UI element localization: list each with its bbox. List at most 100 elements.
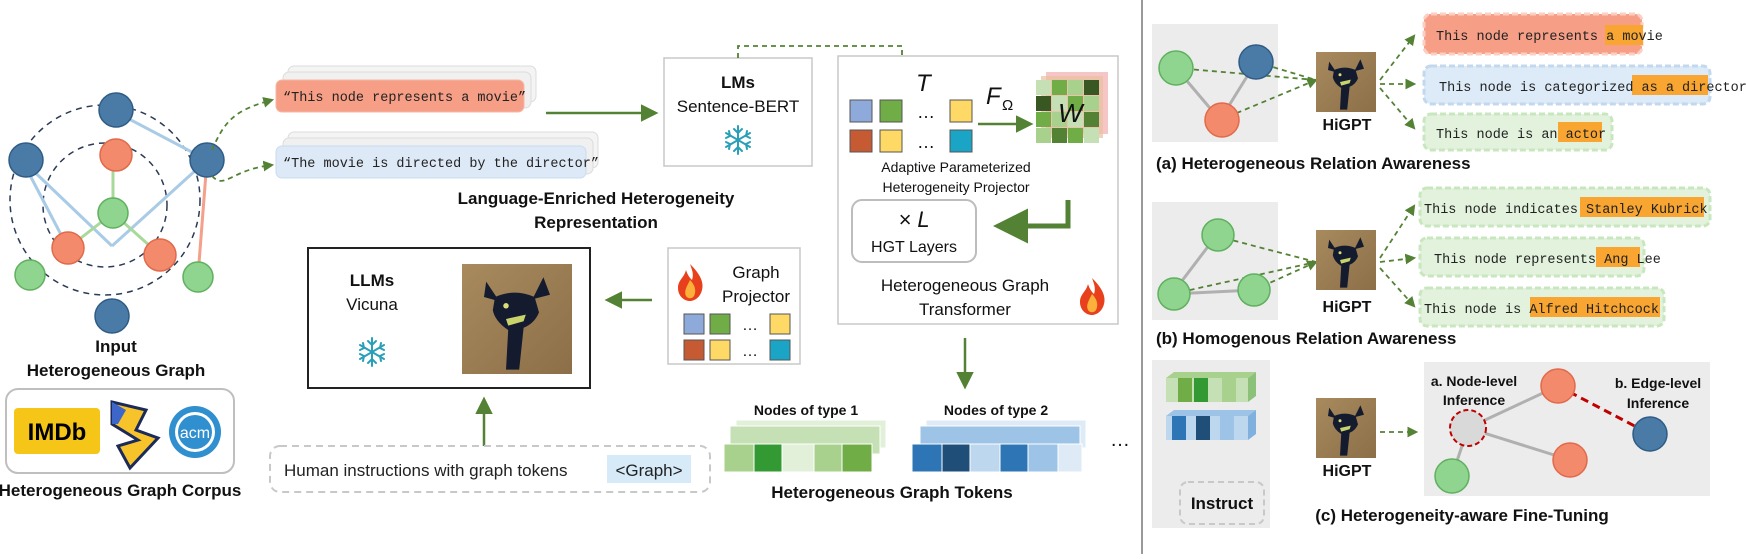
- edge-level-line2: Inference: [1627, 395, 1689, 411]
- lm-model: Sentence-BERT: [677, 97, 800, 116]
- node-green: [1158, 50, 1194, 86]
- projector-label-line1: Adaptive Parameterized: [881, 159, 1030, 175]
- graph-tokens: Nodes of type 1 Nodes of type 2 … Hetero…: [723, 402, 1130, 502]
- node-green: [1157, 277, 1191, 311]
- node-blue: [1632, 416, 1668, 452]
- llm-box: LLMs Vicuna: [307, 247, 591, 389]
- node-orange: [143, 238, 177, 272]
- llm-title: LLMs: [350, 271, 394, 290]
- node-orange: [51, 231, 85, 265]
- acm-logo: acm: [169, 406, 221, 458]
- output-text: This node represents Ang Lee: [1434, 253, 1661, 268]
- projector-title-line1: Graph: [732, 263, 779, 282]
- representation-line2: Representation: [534, 213, 658, 232]
- highlight-badge: [1530, 297, 1660, 317]
- F-symbol: F: [986, 83, 1002, 110]
- input-label-line2: Heterogeneous Graph: [27, 361, 206, 380]
- unknown-node: [1449, 409, 1487, 447]
- output-highlight: Alfred Hitchcock: [1529, 303, 1659, 318]
- instruct-label-box: [1179, 481, 1265, 525]
- hgt-layers-label: HGT Layers: [871, 239, 957, 256]
- W-symbol: W: [1058, 98, 1085, 128]
- output-text: This node represents a movie: [1436, 30, 1663, 45]
- graph-token-badge: [607, 455, 691, 483]
- graph-edge-orange: [196, 159, 209, 277]
- output-prefix: This node indicates: [1424, 203, 1586, 218]
- output-highlight: Stanley Kubrick: [1586, 203, 1708, 218]
- output-card: This node indicates Stanley Kubrick: [1418, 186, 1712, 228]
- projector-ellipsis: …: [742, 317, 758, 334]
- projector-ellipsis: …: [742, 343, 758, 360]
- outer-ring: [9, 104, 201, 296]
- instruct-blocks-blue: [1166, 410, 1256, 440]
- highlight-badge: [1596, 247, 1640, 267]
- tokens-type1-label: Nodes of type 1: [754, 402, 858, 418]
- node-orange: [1540, 368, 1576, 404]
- W-matrix: [1036, 72, 1108, 143]
- imdb-logo-text: IMDb: [28, 419, 87, 446]
- output-card: This node represents Ang Lee: [1418, 236, 1661, 278]
- graph-token: <Graph>: [615, 461, 682, 480]
- corpus-label: Heterogeneous Graph Corpus: [0, 481, 241, 500]
- node-green: [14, 259, 46, 291]
- F-subscript: Ω: [1002, 97, 1013, 114]
- panel-c-caption: (c) Heterogeneity-aware Fine-Tuning: [1315, 506, 1608, 525]
- node-orange: [1204, 102, 1240, 138]
- token-stack-green: [723, 419, 887, 473]
- output-prefix: This node represents: [1434, 253, 1604, 268]
- output-text: This node is Alfred Hitchcock: [1424, 303, 1659, 318]
- output-text: This node indicates Stanley Kubrick: [1424, 203, 1708, 218]
- lm-title: LMs: [721, 73, 755, 92]
- panel-a: HiGPT This node represents a movie This …: [1152, 12, 1746, 173]
- node-level-line1: a. Node-level: [1431, 373, 1517, 389]
- corpus-box: IMDb acm Heterogeneous Graph Corpus: [0, 388, 241, 500]
- output-card: This node is categorized as a director: [1422, 64, 1746, 106]
- movie-text-card: “This node represents a movie”: [275, 65, 537, 113]
- imdb-logo: [14, 408, 100, 454]
- highlight-badge: [1558, 122, 1602, 142]
- node-blue: [98, 92, 134, 128]
- representation-line1: Language-Enriched Heterogeneity: [458, 189, 735, 208]
- movie-text: “This node represents a movie”: [283, 91, 526, 106]
- output-highlight: actor: [1566, 128, 1607, 143]
- node-green: [1201, 218, 1235, 252]
- node-green: [97, 197, 129, 229]
- output-prefix: This node represents a: [1436, 30, 1622, 45]
- panel-a-caption: (a) Heterogeneous Relation Awareness: [1156, 154, 1471, 173]
- panel-b: HiGPT This node indicates Stanley Kubric…: [1152, 186, 1712, 348]
- higpt-deer-logo: [462, 264, 572, 374]
- instruct-label: Instruct: [1191, 494, 1254, 513]
- hgt-title-line2: Transformer: [919, 300, 1011, 319]
- hgt-title-line1: Heterogeneous Graph: [881, 276, 1049, 295]
- node-orange: [99, 138, 133, 172]
- output-prefix: This node is categorized as a: [1439, 81, 1682, 96]
- output-card: This node is an actor: [1422, 112, 1614, 152]
- instruction-text: Human instructions with graph tokens: [284, 461, 567, 480]
- node-green: [1434, 458, 1470, 494]
- node-green: [182, 261, 214, 293]
- node-blue: [94, 298, 130, 334]
- projector-title-line2: Projector: [722, 287, 790, 306]
- panel-b-caption: (b) Homogenous Relation Awareness: [1156, 329, 1456, 348]
- token-stack-blue: [911, 419, 1087, 473]
- node-level-line2: Inference: [1443, 392, 1505, 408]
- output-highlight: director: [1682, 81, 1746, 96]
- layers-times-L: × L: [898, 207, 929, 232]
- panel-b-model: HiGPT: [1323, 299, 1372, 316]
- output-prefix: This node is an: [1436, 128, 1566, 143]
- instruct-blocks-green: [1166, 372, 1256, 402]
- input-label-line1: Input: [95, 337, 137, 356]
- tokens-ellipsis: …: [1110, 429, 1130, 451]
- acm-logo-text: acm: [180, 425, 210, 442]
- output-card: This node represents a movie: [1422, 12, 1663, 56]
- output-text: This node is categorized as a director: [1439, 81, 1746, 96]
- lm-box: LMs Sentence-BERT: [663, 57, 813, 167]
- tokens-type2-label: Nodes of type 2: [944, 402, 1048, 418]
- tokens-label: Heterogeneous Graph Tokens: [771, 483, 1013, 502]
- arrow-W-to-layers: [993, 200, 1071, 244]
- node-blue: [8, 142, 44, 178]
- panel-c: Instruct HiGPT a. Node-level Inference b…: [1152, 360, 1710, 528]
- panel-a-model: HiGPT: [1323, 117, 1372, 134]
- node-orange: [1552, 442, 1588, 478]
